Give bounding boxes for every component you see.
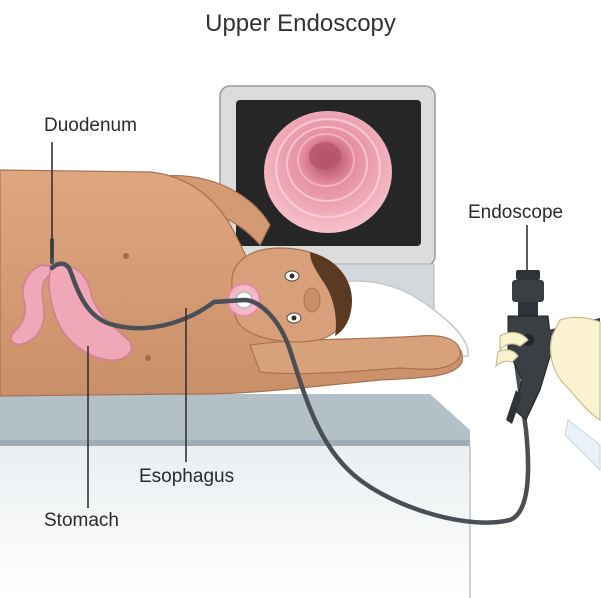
diagram-title: Upper Endoscopy — [0, 10, 601, 38]
esophagus-lumen-view — [264, 111, 392, 233]
label-esophagus: Esophagus — [139, 466, 234, 488]
table-top — [0, 394, 470, 446]
table-side — [0, 420, 470, 598]
label-duodenum: Duodenum — [44, 115, 137, 137]
label-stomach: Stomach — [44, 510, 119, 532]
label-endoscope: Endoscope — [468, 202, 563, 224]
exam-table — [0, 394, 470, 598]
